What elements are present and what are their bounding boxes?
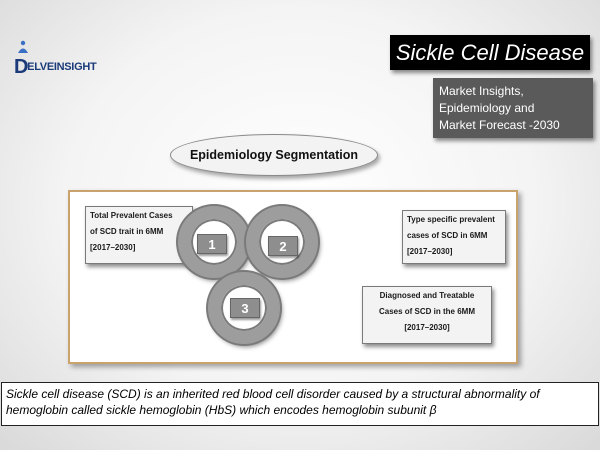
label-diagnosed: Diagnosed and Treatable Cases of SCD in …	[362, 286, 492, 344]
subtitle-line: Market Insights,	[439, 84, 524, 98]
logo-wordmark: DELVEINSIGHT	[14, 56, 97, 78]
subtitle-line: Epidemiology and	[439, 101, 535, 115]
slide-title: Sickle Cell Disease	[390, 35, 590, 70]
number-badge-2: 2	[268, 236, 298, 256]
label-total-prevalent: Total Prevalent Cases of SCD trait in 6M…	[85, 206, 193, 264]
segmentation-panel: Total Prevalent Cases of SCD trait in 6M…	[68, 190, 518, 364]
subtitle-box: Market Insights, Epidemiology and Market…	[433, 78, 593, 138]
label-type-specific: Type specific prevalent cases of SCD in …	[402, 210, 506, 264]
disease-description: Sickle cell disease (SCD) is an inherite…	[1, 382, 599, 426]
logo-person-icon	[18, 40, 28, 53]
number-badge-3: 3	[230, 298, 260, 318]
subtitle-line: Market Forecast -2030	[439, 118, 560, 132]
segmentation-heading: Epidemiology Segmentation	[170, 134, 378, 176]
delveinsight-logo: DELVEINSIGHT	[14, 38, 97, 78]
number-badge-1: 1	[197, 234, 227, 254]
